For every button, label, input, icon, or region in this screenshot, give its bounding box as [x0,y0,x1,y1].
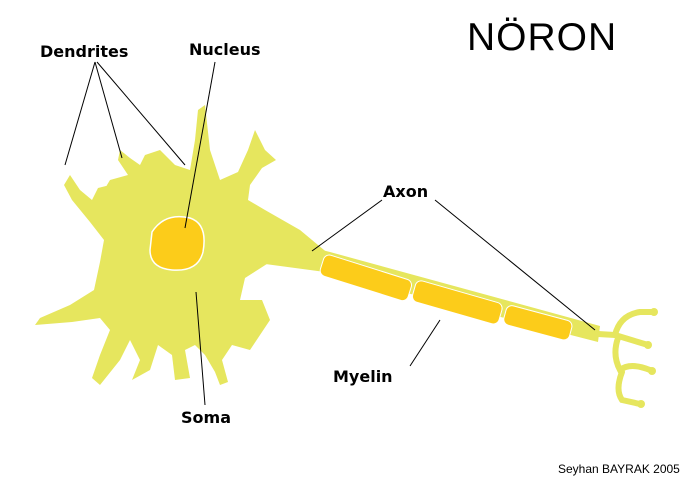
diagram-title: NÖRON [467,16,618,59]
label-myelin: Myelin [333,367,393,386]
myelin-segment [411,280,503,325]
myelin-segment [503,305,573,341]
label-axon: Axon [383,182,429,201]
nucleus [149,215,205,271]
label-soma: Soma [181,408,231,427]
label-nucleus: Nucleus [189,40,261,59]
author-credit: Seyhan BAYRAK 2005 [558,462,680,476]
terminal-buttons [637,308,658,408]
label-dendrites: Dendrites [40,42,129,61]
myelin-segment [319,254,413,302]
pointer-lines [64,61,596,406]
axon-terminal [595,309,656,407]
myelin-sheath [319,254,573,341]
